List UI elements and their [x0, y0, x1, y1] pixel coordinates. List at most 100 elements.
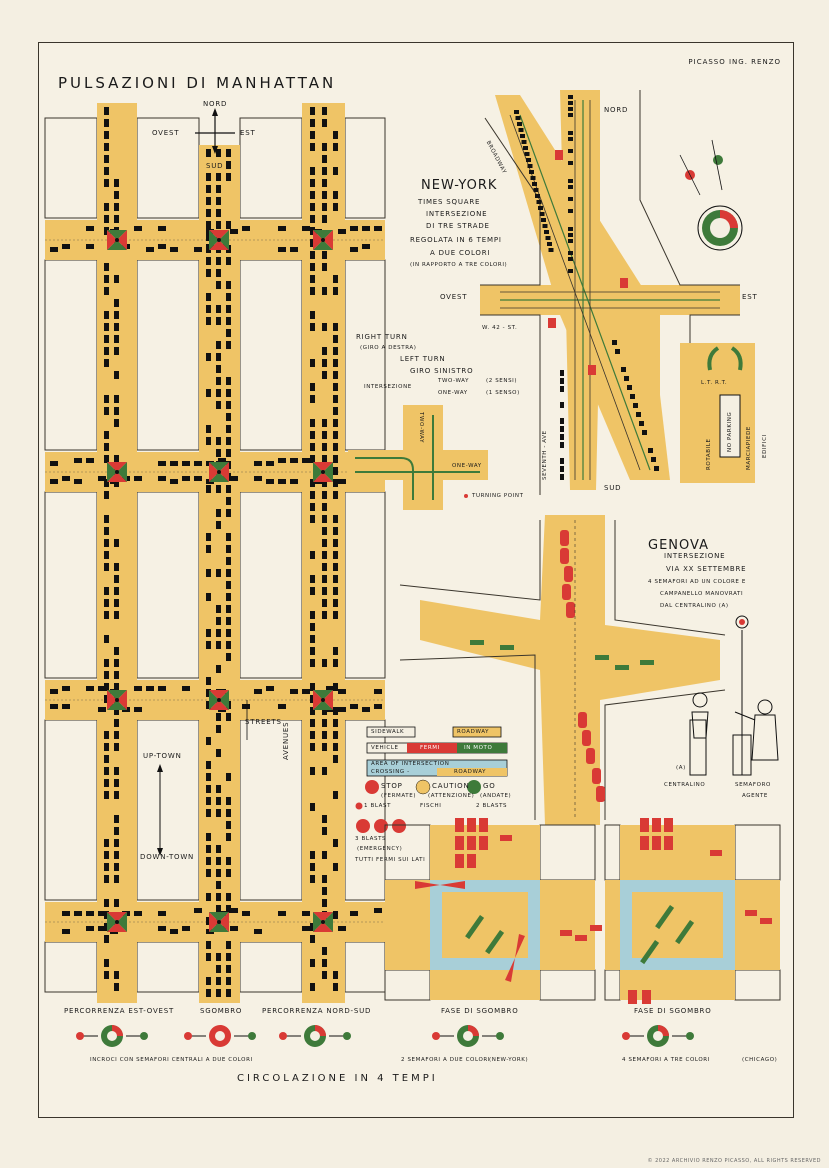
car [333, 719, 338, 727]
car [322, 947, 327, 955]
left-turn-sub: GIRO SINISTRO [410, 367, 474, 375]
car [322, 347, 327, 355]
legend-go-sub: (ANDATE) [480, 793, 512, 799]
car [560, 458, 564, 464]
car [578, 712, 587, 728]
car [290, 689, 298, 694]
car [266, 461, 274, 466]
car [544, 230, 549, 234]
car [568, 269, 573, 273]
car [114, 647, 119, 655]
car [333, 395, 338, 403]
car [539, 212, 545, 216]
car [216, 785, 221, 793]
car [333, 191, 338, 199]
newyork-title: NEW-YORK [421, 178, 498, 193]
genova-title: GENOVA [648, 538, 709, 553]
car [62, 476, 70, 481]
car [333, 431, 338, 439]
car [664, 818, 673, 832]
car [104, 551, 109, 559]
car [104, 875, 109, 883]
manhattan-caption: INCROCI CON SEMAFORI CENTRALI A DUE COLO… [90, 1057, 253, 1063]
car [362, 707, 370, 712]
car [322, 851, 327, 859]
car [104, 635, 109, 643]
signal-phase-icon [184, 1025, 256, 1047]
car [640, 836, 649, 850]
car [230, 476, 238, 481]
car [310, 275, 315, 283]
car [652, 818, 661, 832]
car [104, 899, 109, 907]
car [158, 476, 166, 481]
legend-go: GO [483, 782, 496, 790]
car [568, 257, 573, 261]
car [182, 926, 190, 931]
car [642, 990, 651, 1004]
car [290, 247, 298, 252]
newyork-line-4: REGOLATA IN 6 TEMPI [410, 236, 502, 244]
car [322, 587, 327, 595]
car [310, 803, 315, 811]
car [560, 474, 564, 480]
car [560, 370, 564, 376]
car [50, 704, 58, 709]
car [568, 137, 573, 141]
car [560, 930, 572, 936]
car [216, 749, 221, 757]
car [104, 611, 109, 619]
car [333, 143, 338, 151]
car [545, 236, 551, 240]
intersection-label: INTERSEZIONE [364, 384, 412, 390]
car [322, 899, 327, 907]
car [206, 317, 211, 325]
car [206, 425, 211, 433]
car [310, 287, 315, 295]
car [465, 915, 485, 940]
car [104, 491, 109, 499]
car [278, 226, 286, 231]
poster-title: PULSAZIONI DI MANHATTAN [58, 74, 337, 92]
car [615, 349, 620, 354]
car [146, 686, 154, 691]
phase-label-north-south: PERCORRENZA NORD-SUD [262, 1007, 372, 1015]
car [206, 629, 211, 637]
car [50, 479, 58, 484]
car [322, 731, 327, 739]
car [216, 809, 221, 817]
legend-crossing: CROSSING - [371, 769, 410, 775]
car [310, 203, 315, 211]
legend-stop: STOP [381, 782, 403, 790]
car [104, 407, 109, 415]
car [114, 455, 119, 463]
car [455, 836, 464, 850]
car [226, 317, 231, 325]
car [114, 683, 119, 691]
car [745, 910, 757, 916]
car [216, 509, 221, 517]
car [322, 263, 327, 271]
car [216, 437, 221, 445]
car [467, 836, 476, 850]
car [114, 671, 119, 679]
fase-sgombro-1: FASE DI SGOMBRO [441, 1007, 519, 1015]
car [74, 458, 82, 463]
car [104, 311, 109, 319]
car [226, 893, 231, 901]
car [350, 226, 358, 231]
car [114, 539, 119, 547]
car [104, 431, 109, 439]
car [333, 491, 338, 499]
car [322, 611, 327, 619]
car [216, 221, 221, 229]
ny-west: OVEST [440, 293, 468, 301]
car [86, 226, 94, 231]
car [206, 761, 211, 769]
car [216, 269, 221, 277]
car [652, 836, 661, 850]
car [226, 773, 231, 781]
car [500, 645, 514, 650]
car [568, 251, 573, 255]
